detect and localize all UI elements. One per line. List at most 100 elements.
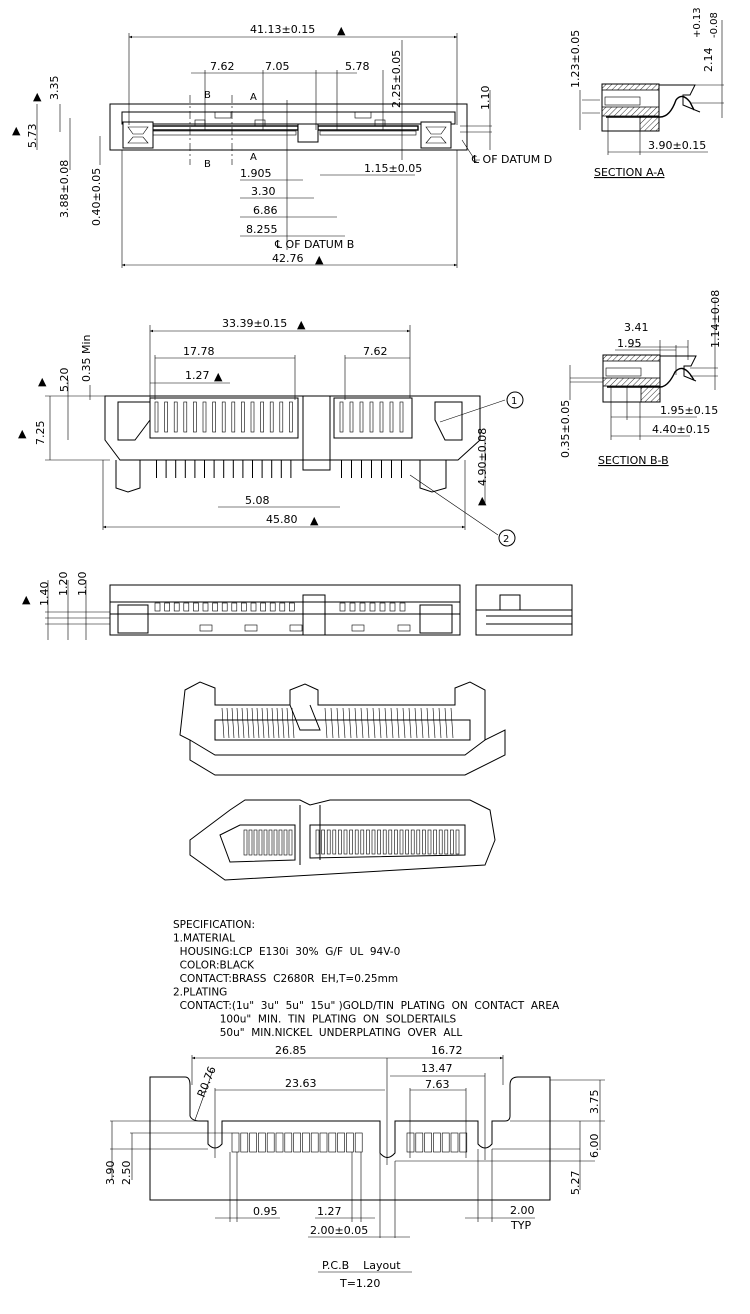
iso-pin: [366, 829, 370, 855]
dim-height-110: 1.10: [479, 86, 492, 111]
iso-pin: [342, 707, 346, 739]
side-pin: [193, 602, 199, 612]
dim-8255: 8.255: [246, 223, 278, 236]
dim-035: 0.35±0.05: [559, 400, 572, 458]
section-a-marker: A: [250, 152, 257, 163]
dim-pitch-127: 1.27: [185, 369, 210, 382]
iso-pin: [236, 707, 240, 739]
iso-pin: [371, 829, 376, 855]
iso-pin: [402, 707, 406, 739]
dim-1347: 13.47: [421, 1062, 453, 1075]
dim-127: 1.27: [317, 1205, 342, 1218]
dim-390: 3.90: [104, 1161, 117, 1186]
dim-123: 1.23±0.05: [569, 30, 582, 88]
pcb-pad: [337, 1132, 345, 1153]
iso-pin: [263, 829, 268, 856]
dim-375: 3.75: [588, 1090, 601, 1115]
iso-pin: [268, 829, 273, 856]
side-pin: [173, 602, 180, 612]
iso-pin: [315, 829, 320, 855]
iso-pin: [338, 829, 342, 855]
section-b-title: SECTION B-B: [598, 454, 669, 467]
dim-height-490: 4.90±0.08: [476, 428, 489, 486]
dim-115: 1.15±0.05: [364, 162, 422, 175]
iso-pin: [288, 829, 293, 856]
callout-2-circle: [498, 529, 516, 547]
pcb-pad: [266, 1132, 275, 1153]
iso-pin: [266, 707, 270, 739]
side-pin: [339, 602, 346, 612]
iso-pin: [278, 829, 283, 856]
dim-height-388: 3.88±0.08: [58, 160, 71, 218]
iso-pin: [399, 829, 404, 855]
spec-line: HOUSING:LCP E130i 30% G/F UL 94V-0: [173, 946, 400, 958]
pcb-pad: [249, 1132, 257, 1153]
iso-pin: [388, 829, 393, 855]
critical-mark: ▲: [297, 318, 306, 331]
contact-pin: [241, 401, 245, 433]
pcb-pad: [293, 1132, 301, 1153]
pcb-pad: [302, 1132, 310, 1153]
dim-114: 1.14±0.08: [709, 290, 722, 348]
top-view-outline: [109, 95, 468, 165]
section-b-marker: B: [204, 159, 211, 170]
dim-341: 3.41: [624, 321, 649, 334]
iso-pin: [253, 829, 258, 856]
tol-plus: +0.13: [692, 7, 703, 38]
side-pin: [349, 602, 356, 612]
dim-195b: 1.95±0.15: [660, 404, 718, 417]
front-pins: [154, 401, 404, 478]
iso-pin: [426, 707, 430, 739]
contact-pin: [154, 401, 159, 433]
side-pin: [231, 602, 238, 612]
pcb-pad: [424, 1132, 432, 1153]
side-pin: [379, 602, 386, 612]
iso-pin: [414, 707, 418, 739]
iso-pin: [243, 829, 248, 856]
specification-notes: SPECIFICATION:1.MATERIAL HOUSING:LCP E13…: [173, 919, 560, 1039]
spec-line: SPECIFICATION:: [173, 919, 255, 931]
iso-pin: [450, 829, 454, 855]
pcb-pad: [240, 1132, 249, 1153]
side-pin: [164, 602, 170, 612]
iso-pin: [349, 829, 353, 855]
pcb-pad: [459, 1132, 468, 1153]
contact-pin: [173, 401, 178, 433]
spec-line: 2.PLATING: [173, 987, 227, 999]
critical-mark: ▲: [315, 253, 324, 266]
critical-mark: ▲: [214, 370, 223, 383]
top-view-dimensions: [36, 33, 492, 268]
side-pin: [289, 602, 295, 612]
iso-pin: [330, 707, 334, 739]
iso-pin: [455, 829, 460, 855]
contact-pin: [379, 401, 384, 433]
section-b-b: 3.41 1.95 1.14±0.08 0.35±0.05 1.95±0.15 …: [559, 290, 722, 467]
iso-pin: [377, 829, 381, 855]
dim-height-520: 5.20: [58, 368, 71, 393]
dim-1905: 1.905: [240, 167, 272, 180]
dim-195: 1.95: [617, 337, 642, 350]
side-pin: [389, 602, 396, 612]
dim-min-035: 0.35 Min: [80, 334, 93, 382]
iso-pin: [427, 829, 432, 855]
contact-pin: [212, 401, 216, 433]
iso-pin: [420, 707, 424, 739]
side-pin: [154, 602, 161, 612]
iso-pin: [366, 707, 370, 739]
contact-pin: [369, 401, 374, 433]
dim-height-335: 3.35: [48, 76, 61, 101]
side-pin: [359, 602, 366, 612]
critical-mark: ▲: [18, 427, 27, 440]
isometric-view-bottom: [189, 799, 496, 881]
contact-pin: [269, 401, 274, 433]
iso-pin: [231, 707, 235, 739]
pcb-pads: [231, 1132, 468, 1153]
side-pin: [399, 602, 406, 612]
top-view: 41.13±0.15 ▲ 7.62 7.05 5.78 2.25±0.05 3.…: [12, 23, 552, 268]
contact-pin: [339, 401, 344, 433]
critical-mark: ▲: [12, 124, 21, 137]
iso-pin: [382, 829, 387, 855]
pcb-layout-title: P.C.B Layout: [322, 1259, 401, 1272]
callout-1: 1: [511, 396, 517, 407]
iso-pin: [396, 707, 400, 739]
